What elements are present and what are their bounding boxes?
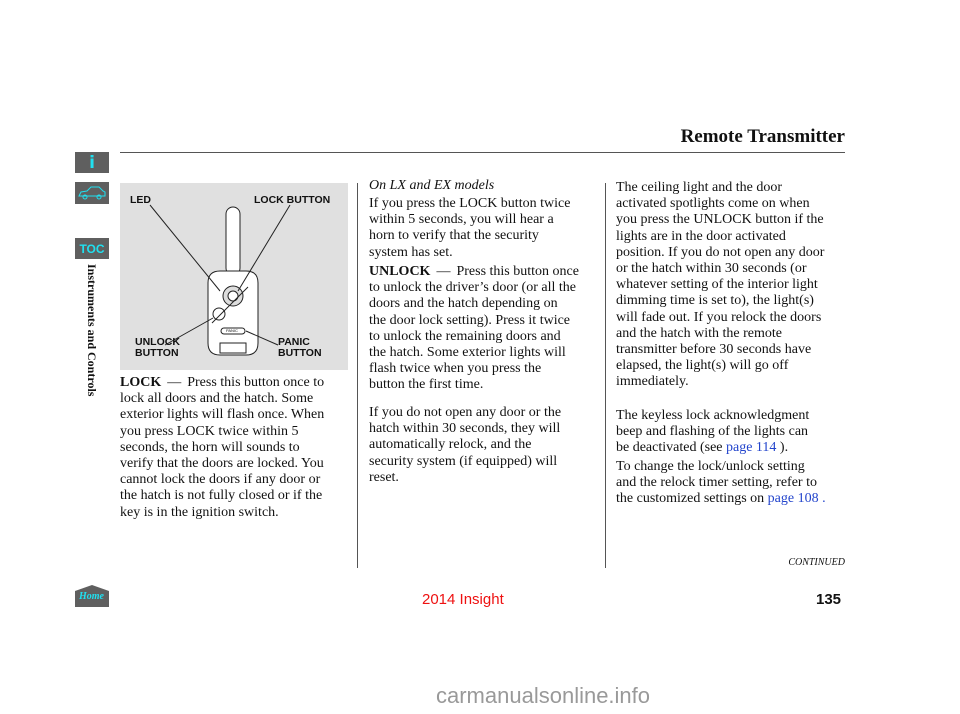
car-button[interactable] (75, 182, 109, 204)
panic-key-text: PANIC (226, 328, 238, 333)
home-button[interactable]: Home (75, 585, 109, 607)
key-figure: LED LOCK BUTTON UNLOCK BUTTON PANIC BUTT… (120, 183, 348, 370)
lock-text: Press this button once to (187, 375, 325, 390)
model-year-label: 2014 Insight (422, 591, 504, 608)
relock-paragraph: If you do not open any door or the hatch… (369, 405, 562, 485)
key-fob-illustration (149, 204, 291, 356)
text: The keyless lock acknowledgment beep and… (616, 408, 810, 456)
lock-twice-paragraph: If you press the LOCK button twice withi… (369, 196, 571, 260)
unlock-button-label: UNLOCK BUTTON (135, 336, 180, 359)
led-label: LED (130, 194, 151, 206)
continued-label: CONTINUED (788, 557, 845, 568)
home-icon (75, 585, 109, 607)
info-button[interactable]: i (75, 152, 109, 173)
page-108-link[interactable]: page 108 . (767, 491, 826, 507)
unlock-heading: UNLOCK (369, 264, 431, 279)
customize-paragraph: To change the lock/unlock setting and th… (616, 459, 851, 508)
page-title: Remote Transmitter (680, 126, 845, 147)
column-divider (605, 183, 606, 568)
header-rule (120, 152, 845, 153)
page-number: 135 (816, 591, 842, 608)
column-divider (357, 183, 358, 568)
models-note: On LX and EX models (369, 178, 495, 193)
dash: — (436, 264, 451, 279)
page-114-link[interactable]: page 114 (726, 440, 777, 456)
panic-button-label: PANIC BUTTON (278, 336, 322, 359)
ceiling-light-paragraph: The ceiling light and the door activated… (616, 180, 825, 390)
unlock-body: to unlock the driver’s door (or all the … (369, 280, 576, 393)
lock-heading: LOCK (120, 375, 162, 390)
acknowledgment-paragraph: The keyless lock acknowledgment beep and… (616, 408, 851, 457)
text: To change the lock/unlock setting and th… (616, 459, 817, 507)
unlock-text: Press this button once (456, 264, 579, 279)
section-label: Instruments and Controls (85, 264, 99, 397)
car-icon (78, 186, 106, 200)
watermark: carmanualsonline.info (436, 683, 651, 708)
text: ). (776, 440, 789, 456)
dash: — (167, 375, 182, 390)
lock-button-label: LOCK BUTTON (254, 194, 331, 206)
toc-label: TOC (79, 241, 105, 256)
toc-button[interactable]: TOC (75, 238, 109, 259)
lock-body: lock all doors and the hatch. Some exter… (120, 391, 325, 520)
info-icon: i (89, 152, 95, 173)
home-label: Home (79, 591, 104, 602)
